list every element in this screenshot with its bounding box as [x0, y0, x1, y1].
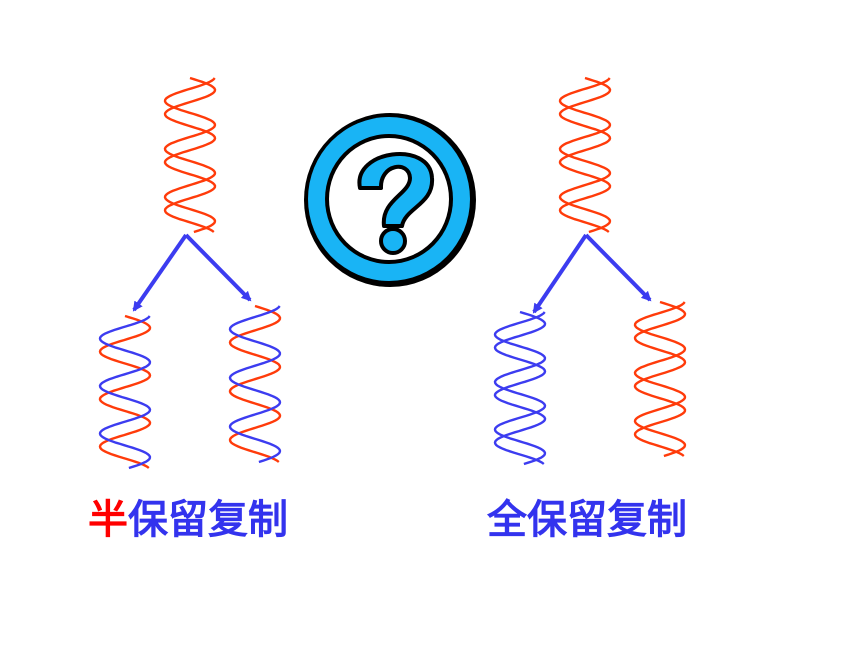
semi-conservative-label: 半保留复制: [88, 500, 288, 540]
full-daughter-right-helix: [633, 300, 687, 458]
question-mark-icon: [304, 113, 476, 287]
semi-parent-helix: [163, 76, 217, 234]
strand-new: [493, 311, 547, 466]
strand-old: [558, 77, 612, 234]
full-label-text: 全保留复制: [487, 497, 687, 543]
full-arrow-left: [532, 233, 588, 314]
strand-new: [98, 315, 152, 470]
full-arrow-right: [584, 233, 652, 302]
semi-arrow-left: [132, 233, 188, 312]
strand-old: [163, 77, 217, 234]
full-parent-helix: [558, 76, 612, 234]
semi-daughter-right-helix: [228, 304, 282, 464]
strand-new: [228, 305, 282, 464]
semi-arrow-right: [184, 233, 252, 302]
semi-label-highlight: 半: [88, 497, 128, 543]
conservative-label: 全保留复制: [487, 500, 687, 540]
full-daughter-left-helix: [493, 310, 547, 466]
semi-label-rest: 保留复制: [128, 497, 288, 543]
semi-daughter-left-helix: [98, 314, 152, 470]
strand-old: [633, 301, 687, 458]
